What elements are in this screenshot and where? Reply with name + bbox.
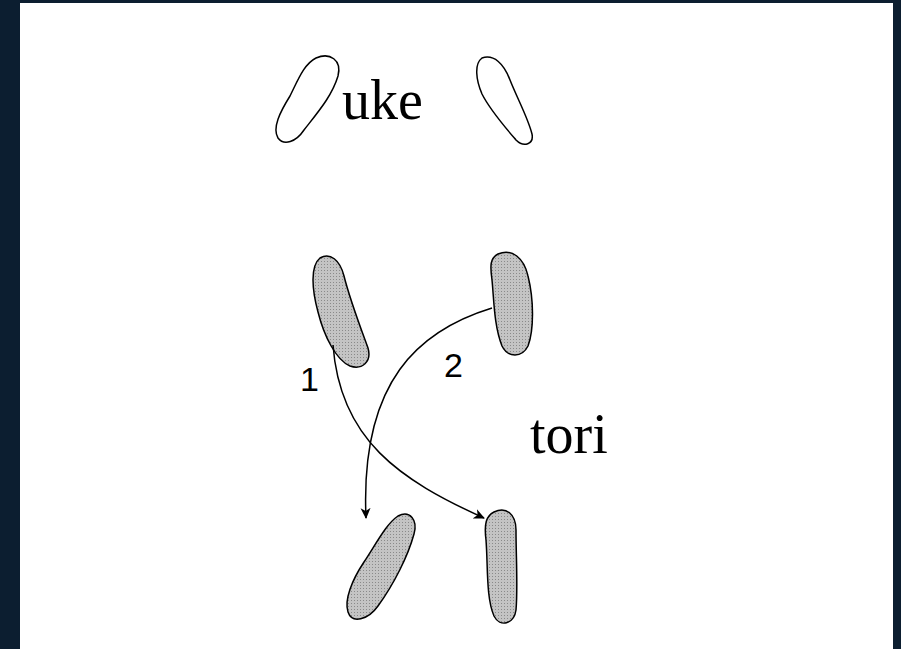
callout-number: 1 — [300, 362, 319, 396]
tori-right-foot — [491, 252, 533, 355]
white-panel — [20, 3, 893, 649]
uke-right-foot — [477, 57, 533, 144]
uke-left-foot — [276, 56, 339, 142]
person-label: uke — [342, 72, 423, 128]
callout-number: 2 — [444, 348, 463, 382]
person-label: tori — [530, 406, 608, 462]
tori-left-foot-moved — [347, 514, 415, 619]
step-arrow-1 — [333, 345, 484, 518]
tori-right-foot-moved — [485, 510, 517, 623]
tori-left-foot — [313, 256, 369, 367]
step-arrow-2 — [366, 308, 492, 518]
